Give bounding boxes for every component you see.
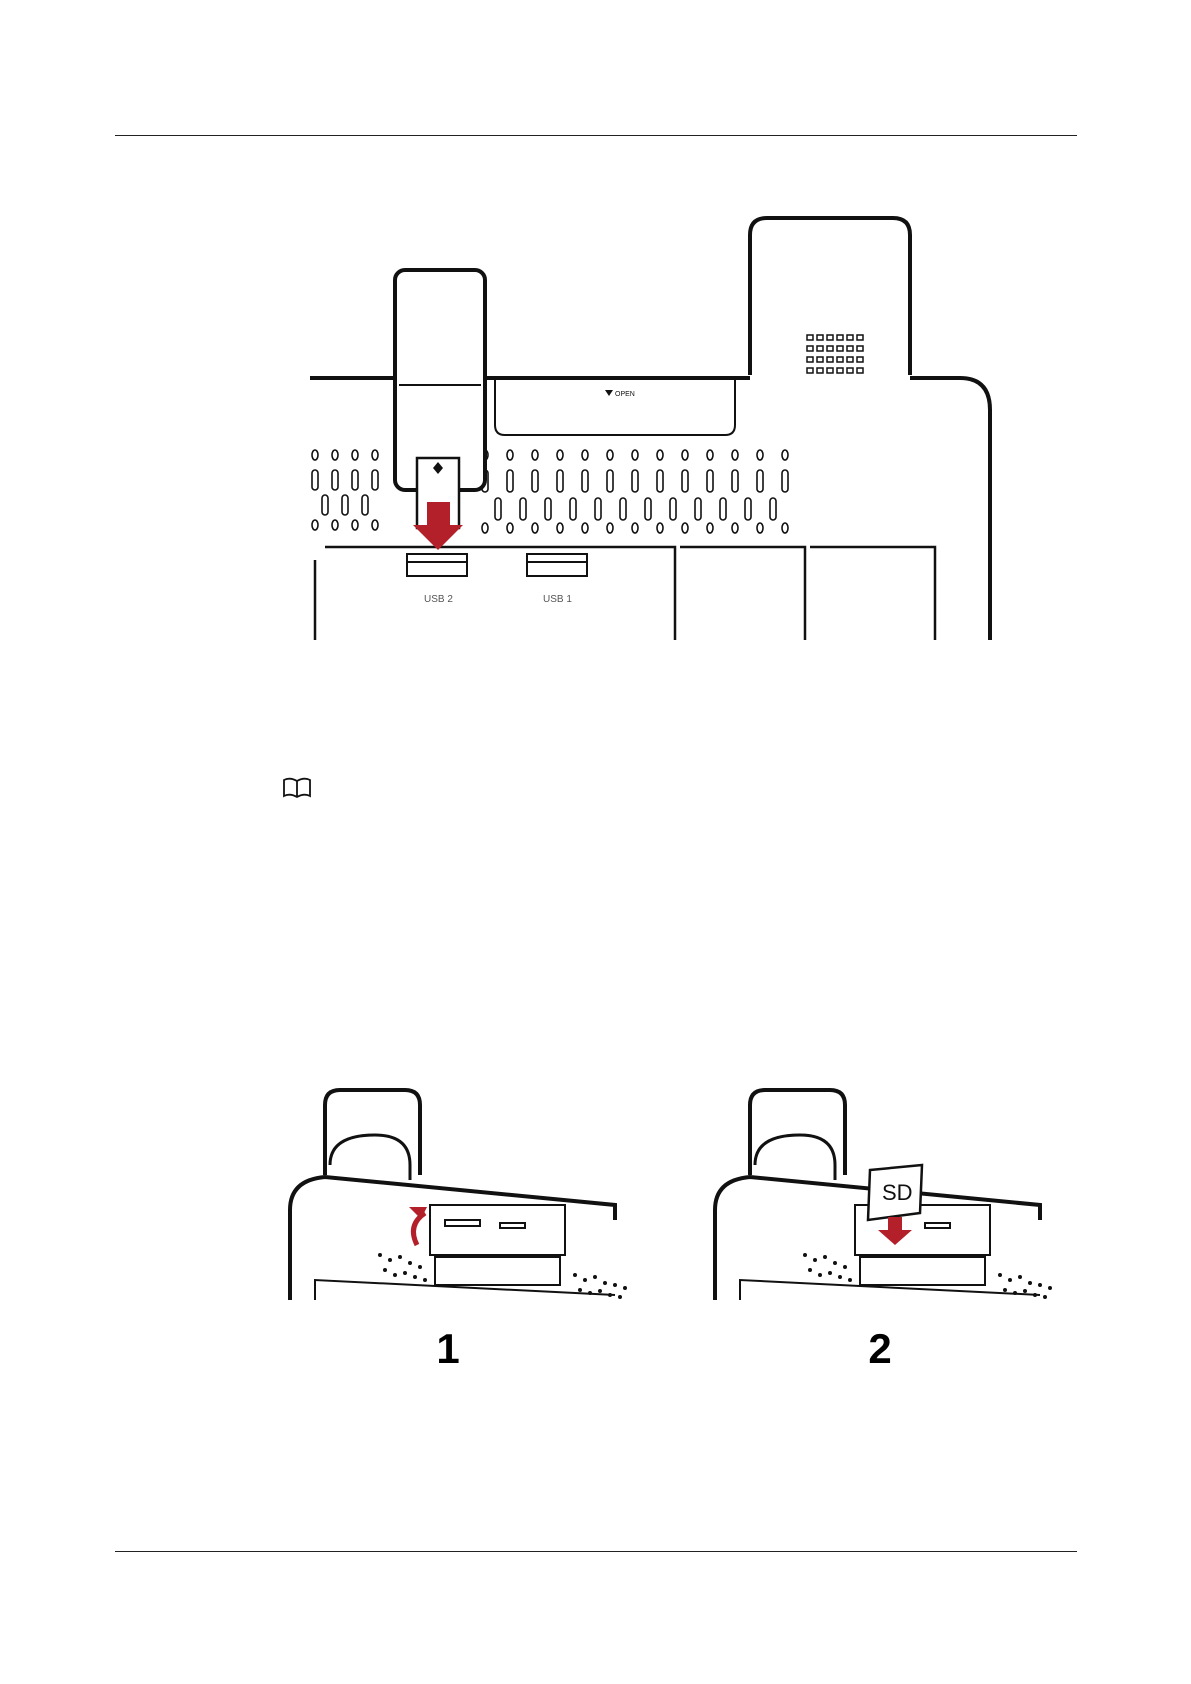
footer-rule <box>115 1551 1077 1552</box>
header-rule <box>115 135 1077 136</box>
usb1-label: USB 1 <box>543 594 572 605</box>
sd-card: SD <box>868 1165 922 1220</box>
red-down-arrow-icon-sd <box>878 1217 912 1245</box>
step-number-1: 1 <box>418 1325 478 1373</box>
usb2-label: USB 2 <box>424 594 453 605</box>
book-note-icon <box>282 777 312 799</box>
sd-card-label: SD <box>882 1180 913 1205</box>
sd-step2-figure: SD <box>710 1085 1085 1300</box>
step-number-2: 2 <box>850 1325 910 1373</box>
open-label: OPEN <box>615 391 635 398</box>
usb-drive <box>395 270 485 528</box>
sd-step1-figure <box>285 1085 660 1300</box>
usb-insertion-figure: OPEN USB 2 USB 1 <box>295 210 1075 690</box>
red-curved-arrow-icon <box>413 1213 425 1245</box>
